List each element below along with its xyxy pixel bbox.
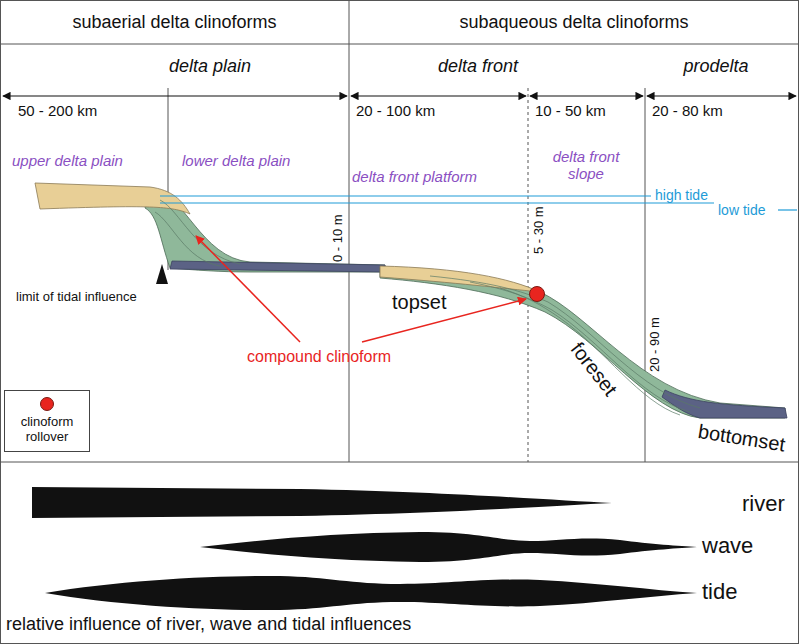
legend-swatch xyxy=(40,397,54,411)
part-name: topset xyxy=(392,291,446,314)
zone-name: delta plain xyxy=(169,56,251,77)
zone-name: prodelta xyxy=(683,56,748,77)
leader-arrow xyxy=(196,236,300,342)
high-tide-line xyxy=(160,195,651,196)
clinoform-layers xyxy=(155,200,240,266)
header-rule xyxy=(0,44,799,45)
influence-name: wave xyxy=(702,533,753,558)
divider xyxy=(645,88,646,462)
influence-name: river xyxy=(742,491,785,516)
tide-level: low tide xyxy=(718,202,765,218)
divider xyxy=(528,88,529,462)
clinoform-layers xyxy=(430,276,700,415)
subaqueous-foreset xyxy=(380,268,785,418)
dimension: 0 - 10 m xyxy=(331,214,346,262)
bottomset-layer xyxy=(662,390,787,418)
dimension: 50 - 200 km xyxy=(18,102,97,119)
header-cell: subaqueous delta clinoforms xyxy=(349,0,799,44)
header-text: subaqueous delta clinoforms xyxy=(459,12,688,33)
panel-rule xyxy=(0,462,799,463)
header-cell: subaerial delta clinoforms xyxy=(0,0,349,44)
tidal-limit-marker xyxy=(156,264,168,284)
legend-box: clinoform rollover xyxy=(4,390,90,452)
low-tide-line xyxy=(778,209,797,210)
subzone-name: upper delta plain xyxy=(12,152,123,169)
dimension: 10 - 50 km xyxy=(535,102,606,119)
low-tide-line xyxy=(160,202,714,203)
upper-plain-topset xyxy=(35,183,190,214)
dimension: 20 - 100 km xyxy=(356,102,435,119)
caption: relative influence of river, wave and ti… xyxy=(6,614,411,635)
divider xyxy=(349,0,350,462)
rollover-dot xyxy=(530,287,545,302)
note: limit of tidal influence xyxy=(16,290,137,305)
callout: compound clinoform xyxy=(247,348,391,366)
dimension: 20 - 90 m xyxy=(648,317,663,372)
influence-name: tide xyxy=(702,579,737,604)
subzone-name: delta front platform xyxy=(352,168,477,185)
subaerial-bottomset xyxy=(170,261,385,272)
tide-level: high tide xyxy=(655,187,708,203)
zone-name: delta front xyxy=(438,56,518,77)
river-spindle xyxy=(32,487,612,518)
legend-text: clinoform rollover xyxy=(9,415,85,445)
subzone-name: lower delta plain xyxy=(182,152,290,169)
header-text: subaerial delta clinoforms xyxy=(72,12,276,33)
wave-spindle xyxy=(200,532,697,562)
subzone-name: delta front slope xyxy=(541,148,631,183)
width-arrows xyxy=(3,95,796,96)
subaqueous-topset xyxy=(380,266,540,292)
dimension: 5 - 30 m xyxy=(532,206,547,254)
subaerial-foreset xyxy=(145,188,385,272)
tide-spindle xyxy=(45,576,697,610)
dimension: 20 - 80 km xyxy=(652,102,723,119)
part-name: bottomset xyxy=(696,420,786,456)
